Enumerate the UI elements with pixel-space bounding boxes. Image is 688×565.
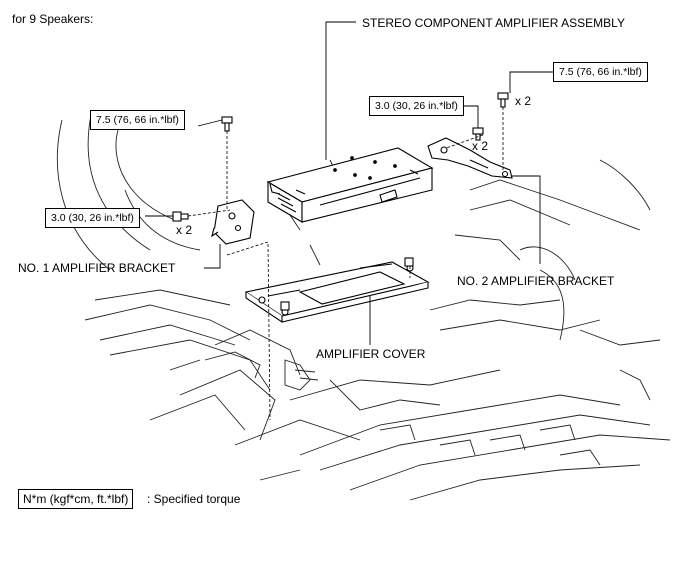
vehicle-floor-outline: [57, 109, 671, 501]
label-amplifier-cover: AMPLIFIER COVER: [316, 347, 426, 361]
legend-unit-box: N*m (kgf*cm, ft.*lbf): [18, 489, 134, 509]
quantity-label: x 2: [515, 94, 532, 108]
amplifier-assembly-drawing: [266, 147, 434, 223]
quantity-label: x 2: [472, 139, 489, 153]
torque-box-4: 3.0 (30, 26 in.*lbf): [45, 208, 140, 228]
diagram-title: for 9 Speakers:: [12, 12, 94, 26]
label-stereo-amplifier: STEREO COMPONENT AMPLIFIER ASSEMBLY: [362, 16, 625, 30]
bolt-icon: [221, 116, 233, 132]
torque-box-3: 7.5 (76, 66 in.*lbf): [553, 62, 648, 82]
bracket-no1-drawing: [211, 199, 255, 245]
amplifier-cover-drawing: [244, 261, 430, 324]
label-no2-bracket: NO. 2 AMPLIFIER BRACKET: [457, 274, 615, 288]
quantity-label: x 2: [176, 223, 193, 237]
bolt-icon: [404, 257, 414, 267]
torque-box-1: 7.5 (76, 66 in.*lbf): [90, 110, 185, 130]
install-guide-lines: [187, 107, 504, 421]
label-no1-bracket: NO. 1 AMPLIFIER BRACKET: [18, 261, 176, 275]
bolt-icon: [172, 211, 189, 222]
torque-box-2: 3.0 (30, 26 in.*lbf): [369, 96, 464, 116]
legend-text: : Specified torque: [147, 492, 241, 506]
bolt-icon: [280, 301, 290, 311]
bolt-icon: [497, 92, 509, 108]
leader-lines: [145, 21, 555, 345]
bracket-no2-drawing: [427, 137, 513, 179]
